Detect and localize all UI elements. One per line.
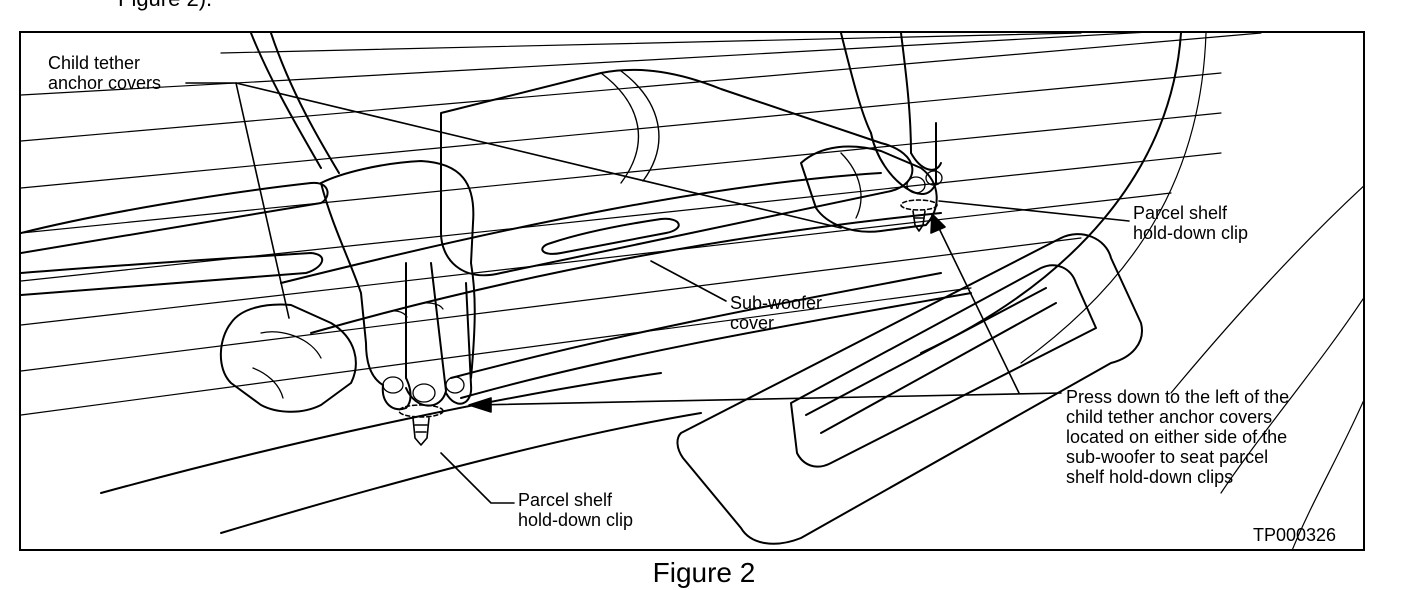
label-line: Parcel shelf — [1133, 203, 1228, 223]
right-tether-anchor-cover — [800, 145, 938, 233]
right-hand — [840, 33, 943, 195]
label-line: located on either side of the — [1066, 427, 1288, 447]
label-child-tether-anchor-covers: Child tether anchor covers — [48, 53, 161, 93]
leader-parcel-clip-right — [938, 200, 1130, 222]
parcel-shelf-illustration — [21, 33, 1363, 549]
label-line: Parcel shelf — [518, 490, 613, 510]
rear-seat-backs — [21, 33, 340, 296]
leader-lines — [185, 82, 1130, 504]
parcel-shelf — [100, 172, 972, 534]
label-line: Sub-woofer — [730, 293, 823, 313]
label-line: shelf hold-down clips — [1066, 467, 1234, 487]
leader-child-tether-left — [235, 82, 290, 319]
leader-parcel-clip-left — [440, 452, 515, 504]
label-line: cover — [730, 313, 775, 333]
left-clip — [398, 404, 444, 446]
label-line: hold-down clip — [1133, 223, 1249, 243]
reference-code: TP000326 — [1253, 525, 1337, 545]
illustration-frame: Child tether anchor covers Parcel shelf … — [19, 31, 1365, 551]
label-line: hold-down clip — [518, 510, 634, 530]
sub-woofer-cover — [440, 68, 914, 277]
label-line: sub-woofer to seat parcel — [1066, 447, 1269, 467]
arrowhead-right — [930, 213, 946, 234]
label-sub-woofer-cover: Sub-woofer cover — [730, 293, 822, 333]
leader-press-down-left — [472, 392, 1062, 406]
label-line: Press down to the left of the — [1066, 387, 1290, 407]
stop-lamp-housing — [676, 233, 1143, 545]
left-tether-anchor-cover — [219, 303, 357, 413]
arrowhead-left — [468, 397, 492, 413]
label-line: anchor covers — [48, 73, 162, 93]
preceding-text-fragment: Figure 2). — [118, 0, 212, 12]
label-parcel-shelf-clip-left: Parcel shelf hold-down clip — [518, 490, 633, 530]
label-parcel-shelf-clip-right: Parcel shelf hold-down clip — [1133, 203, 1248, 243]
figure-caption: Figure 2 — [652, 557, 756, 588]
label-line: child tether anchor covers — [1066, 407, 1273, 427]
label-press-down-instruction: Press down to the left of the child teth… — [1066, 387, 1289, 487]
label-line: Child tether — [48, 53, 141, 73]
leader-sub-woofer — [650, 260, 727, 302]
right-clip — [900, 199, 938, 232]
leader-press-down-right — [933, 217, 1020, 394]
